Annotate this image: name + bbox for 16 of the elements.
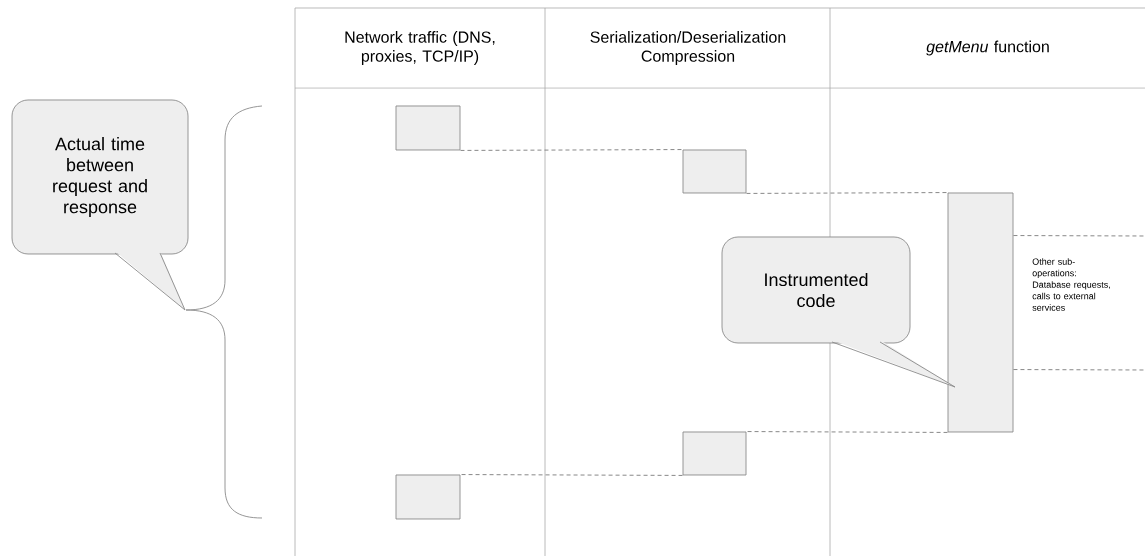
dashed-connector bbox=[460, 149, 683, 151]
dashed-connector bbox=[1013, 369, 1145, 371]
column-header: Serialization/Deserialization Compression bbox=[590, 31, 786, 65]
span-box bbox=[682, 431, 747, 476]
dashed-connector bbox=[1013, 235, 1145, 237]
annotation-text: Other sub-operations: Database requests, calls to external services bbox=[1032, 258, 1110, 311]
speech-bubble: Actual time between request and response bbox=[11, 99, 189, 311]
column-header: Network traffic (DNS, proxies, TCP/IP) bbox=[345, 31, 495, 65]
dashed-connector bbox=[746, 192, 948, 194]
column-header: getMenu function bbox=[926, 40, 1049, 56]
speech-bubble: Instrumented code bbox=[721, 236, 956, 388]
dashed-connector bbox=[460, 474, 683, 476]
span-box bbox=[395, 474, 461, 520]
dashed-connector bbox=[746, 431, 948, 433]
span-box bbox=[682, 149, 747, 194]
span-box bbox=[395, 105, 461, 151]
